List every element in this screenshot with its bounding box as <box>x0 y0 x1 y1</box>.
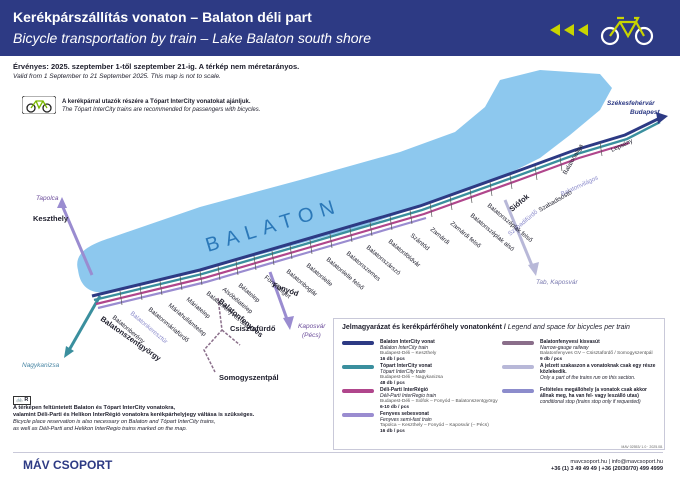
legend-item-capacity: 16 db / pcs <box>380 357 405 362</box>
notes-line2-en: as well as Déli-Parti and Helikon InterR… <box>13 426 188 432</box>
recommendation-en: The Tópart InterCity trains are recommen… <box>62 107 261 113</box>
document-ref: MAV 02553/ 1.0 · 2025.08. <box>621 445 663 449</box>
bicycle-icon <box>22 96 56 114</box>
legend-swatch <box>342 413 374 417</box>
station-ticks <box>119 141 603 306</box>
reservation-badge-text: R <box>24 397 29 403</box>
dest-kaposvar-pecs: (Pécs) <box>302 332 321 339</box>
bicycle-logo-icon <box>550 16 654 46</box>
station-keszthely: Keszthely <box>33 214 69 223</box>
legend-swatch <box>502 365 534 369</box>
legend-swatch <box>502 389 534 393</box>
legend: Jelmagyarázat és kerékpárférőhely vonato… <box>333 318 665 450</box>
route-nagykanizsa <box>66 295 102 353</box>
legend-item-capacity: 16 db / pcs <box>380 429 405 434</box>
contact-info: mavcsoport.hu | info@mavcsoport.hu +36 (… <box>551 459 663 473</box>
legend-title: Jelmagyarázat és kerékpárférőhely vonato… <box>342 324 630 331</box>
legend-text: A jelzett szakaszon a vonatoknak csak eg… <box>540 363 662 381</box>
route-fenyves <box>97 216 427 310</box>
legend-item-route: Balatonfenyves GV – Csisztafürdő / Somog… <box>540 351 653 356</box>
reservation-notes: A térképen feltüntetett Balaton és Tópar… <box>13 405 254 433</box>
contact-web: mavcsoport.hu | info@mavcsoport.hu <box>570 459 663 465</box>
legend-item-name-en: Fenyves semi-fast train <box>380 417 432 423</box>
legend-item-name: Feltételes megállóhely (a vonatok csak a… <box>540 387 647 399</box>
arrow-budapest <box>656 112 668 124</box>
legend-item-route: Budapest-Déli – Keszthely <box>380 351 437 356</box>
legend-item-name: Balatonfenyvesi kisvasút <box>540 339 600 345</box>
legend-item-name-en: Balaton InterCity train <box>380 345 429 351</box>
route-kaposvar <box>268 271 290 323</box>
legend-item-route: Tapolca – Keszthely – Fonyód – Kaposvár … <box>380 423 489 428</box>
legend-title-hu: Jelmagyarázat és kerékpárférőhely vonato… <box>342 324 502 331</box>
legend-item-name-en: Narrow-gauge railway <box>540 345 589 351</box>
arrow-tapolca <box>57 197 67 208</box>
route-tapolca <box>60 204 94 276</box>
notes-line1-en: Bicycle place reservation is also necess… <box>13 419 216 425</box>
legend-swatch <box>342 341 374 345</box>
legend-item-name: Tópart InterCity vonat <box>380 363 432 369</box>
legend-swatch <box>342 389 374 393</box>
dest-nagykanizsa: Nagykanizsa <box>22 362 60 369</box>
station-szantod: Szántód <box>409 232 431 252</box>
recommendation-hu: A kerékpárral utazók részére a Tópart In… <box>62 99 251 105</box>
notes-line1-hu: A térképen feltüntetett Balaton és Tópar… <box>13 405 176 411</box>
validity-hu: Érvényes: 2025. szeptember 1-től szeptem… <box>13 62 300 71</box>
legend-item-name: A jelzett szakaszon a vonatoknak csak eg… <box>540 363 656 375</box>
arrow-tab <box>528 262 539 276</box>
footer-divider <box>13 452 663 453</box>
station-szabadisosto: Szabadisóstó <box>538 189 574 214</box>
station-csisztafurdo: Csisztafürdő <box>230 324 276 333</box>
route-balaton-ic <box>91 116 661 298</box>
arrow-kaposvar <box>283 316 294 330</box>
legend-item-capacity: 6-10 db / pcs <box>380 405 410 410</box>
route-tab <box>503 199 535 269</box>
legend-swatch <box>342 365 374 369</box>
legend-title-en: Legend and space for bicycles per train <box>507 324 630 331</box>
legend-item-name: Balaton InterCity vonat <box>380 339 435 345</box>
validity-en: Valid from 1 September to 21 September 2… <box>13 73 221 80</box>
recommendation: A kerékpárral utazók részére a Tópart In… <box>62 98 260 114</box>
title-en: Bicycle transportation by train – Lake B… <box>13 30 371 46</box>
legend-item-capacity: 9 db / pcs <box>540 357 563 362</box>
dest-tab: Tab, Kaposvár <box>536 279 579 286</box>
mav-logo: MÁV CSOPORT <box>23 458 113 472</box>
legend-swatch <box>502 341 534 345</box>
legend-item-capacity: 48 db / pcs <box>380 381 405 386</box>
dest-kaposvar: Kaposvár <box>298 323 326 330</box>
legend-text: Feltételes megállóhely (a vonatok csak a… <box>540 387 662 405</box>
station-siofok: Siófok <box>508 191 532 213</box>
legend-item-name-en: conditional stop (trains stop only if re… <box>540 399 641 405</box>
header-bar: Kerékpárszállítás vonaton – Balaton déli… <box>0 0 680 56</box>
lake-balaton <box>77 70 612 293</box>
legend-item-name: Déli-Parti InterRégió <box>380 387 429 393</box>
dest-szekesfehervar: Székesfehérvár <box>607 100 655 107</box>
validity-text: Érvényes: 2025. szeptember 1-től szeptem… <box>13 62 299 82</box>
route-narrow-gauge <box>203 297 241 373</box>
arrow-nagykanizsa <box>64 346 74 358</box>
title-hu: Kerékpárszállítás vonaton – Balaton déli… <box>13 9 312 25</box>
station-zamardi: Zamárdi <box>429 226 451 246</box>
notes-line2-hu: valamint Déli-Parti és Helikon InterRégi… <box>13 412 255 418</box>
dest-tapolca: Tapolca <box>36 195 59 202</box>
legend-item-name-en: Déli-Parti InterRegio train <box>380 393 437 399</box>
station-balatonszentgyorgy: Balatonszentgyörgy <box>99 314 164 363</box>
route-deli-parti <box>95 141 630 306</box>
legend-item-name-en: Tópart InterCity train <box>380 369 426 375</box>
legend-item-route: Budapest-Déli – Nagykanizsa <box>380 375 443 380</box>
legend-item-name-en: Only a part of the trains run on this se… <box>540 375 636 381</box>
contact-phone: +36 (1) 3 49 49 49 | +36 (20/30/70) 499 … <box>551 466 663 472</box>
legend-item-name: Fenyves sebesvonat <box>380 411 429 417</box>
bike-reservation-badge: 🚲 R <box>13 396 32 405</box>
legend-item-route: Budapest-Déli – Siófok – Fonyód – Balato… <box>380 399 498 404</box>
station-somogyszentpal: Somogyszentpál <box>219 373 279 382</box>
dest-budapest: Budapest <box>630 109 660 116</box>
